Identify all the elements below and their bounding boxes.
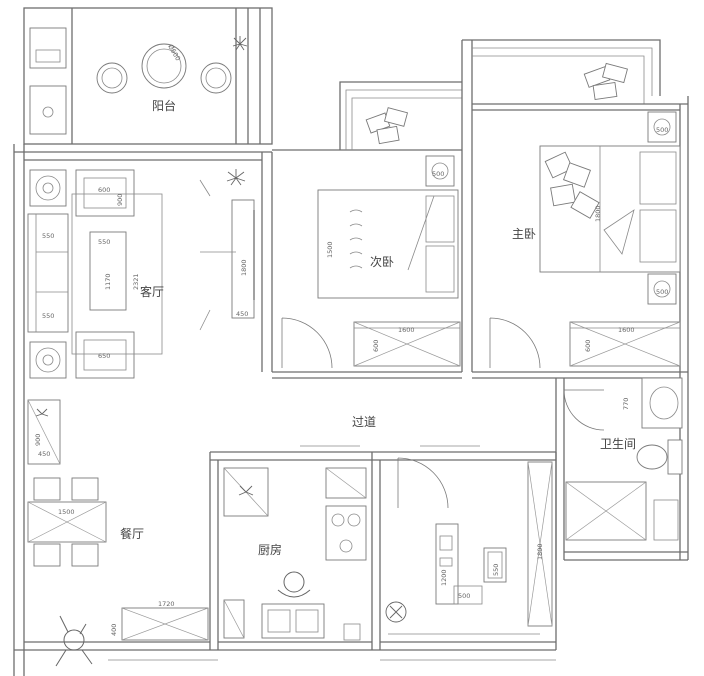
dim-tv-h: 450 [236,310,248,318]
dim-desk-chair: 550 [492,564,500,576]
dim-wardrobe2: 1600 [398,326,415,334]
plant-icon [232,36,248,51]
dim-sideboard-depth: 400 [110,624,118,636]
person-icon [55,615,93,667]
pillows-icon [365,107,409,145]
dining-chair [33,477,61,501]
side-table-bottom [29,341,67,379]
dim-tv-w: 1800 [240,259,248,276]
dining-furniture [27,399,209,667]
dim-side-a: 550 [42,232,54,240]
room-label-second-bedroom: 次卧 [370,255,394,269]
dim-side-c: 650 [98,352,110,360]
dim-coffee-w: 550 [98,238,110,246]
door-bathroom [563,389,605,431]
bed-second [317,189,459,299]
dim-desk: 1200 [440,569,448,586]
desk [435,523,459,605]
dim-shoe-cab-depth: 450 [38,450,50,458]
dim-armchair-top: 900 [116,194,124,206]
dim-wardrobe1: 1600 [618,326,635,334]
side-table-top [29,169,67,207]
armchair-right-icon [200,62,232,94]
burner-icon [347,513,361,527]
dim-armchair-w: 600 [98,186,110,194]
dim-shoe-cab: 900 [34,434,42,446]
utility-sink [29,85,67,135]
dim-study-small: 500 [458,592,470,600]
pillow [425,245,455,293]
room-label-dining: 餐厅 [120,526,144,541]
kitchen-fixtures [223,467,367,641]
coffee-table [89,231,127,311]
nightstand-master-top [647,111,677,143]
desk-chair [483,547,507,583]
room-label-corridor: 过道 [352,415,376,429]
dim-sideboard: 1720 [158,600,175,608]
bathroom-fixtures [563,377,683,541]
door-master-bedroom [489,317,541,369]
dim-master-night-bot: 500 [656,288,668,296]
tv-cabinet [231,199,255,319]
dim-bed1-len: 1800 [594,205,602,222]
sofa [27,213,69,333]
dim-dining-table: 1500 [58,508,75,516]
dim-bed2-len: 1500 [326,241,334,258]
study-furniture [385,457,553,635]
door-study [397,457,449,509]
round-table [141,43,187,89]
nightstand-second [425,155,455,187]
pillow [639,209,677,263]
balcony-furniture [29,27,248,135]
dim-basin: 770 [622,398,630,410]
wash-basin [641,377,683,429]
plant-icon [226,169,246,186]
room-label-balcony: 阳台 [152,98,176,113]
door-second-bedroom [281,317,333,369]
room-label-kitchen: 厨房 [258,542,282,557]
dim-bed2-nightstand: 500 [432,170,444,178]
burner-icon [339,539,353,553]
dining-chair [71,543,99,567]
room-label-master-bedroom: 主卧 [512,227,536,241]
plant-icon [35,408,49,417]
rug [71,193,163,355]
dim-side-b: 550 [42,312,54,320]
dim-wardrobe2-depth: 600 [372,340,380,352]
second-bedroom-furniture [317,107,461,367]
cooktop [325,505,367,561]
living-furniture [27,169,255,379]
room-label-living: 客厅 [140,284,164,299]
sink [261,603,325,639]
plant-icon [385,601,407,623]
dim-sofa-len: 2321 [132,273,140,290]
dim-master-night-top: 500 [656,126,668,134]
toilet-icon [636,444,668,470]
pillow [639,151,677,205]
dim-wardrobe1-depth: 600 [584,340,592,352]
room-label-bathroom: 卫生间 [600,437,636,451]
nightstand-master-bottom [647,273,677,305]
master-bedroom-furniture [539,62,681,367]
burner-icon [331,513,345,527]
pillows-icon [544,151,600,219]
dining-chair [71,477,99,501]
dim-bookcase: 1800 [536,543,544,560]
balcony-outline [23,7,273,145]
pillows-icon [583,62,628,100]
plant-icon [238,485,254,496]
dim-coffee-len: 1170 [104,273,112,290]
armchair-left-icon [96,62,128,94]
toilet-tank [667,439,683,475]
person-icon [277,571,311,598]
dining-chair [33,543,61,567]
